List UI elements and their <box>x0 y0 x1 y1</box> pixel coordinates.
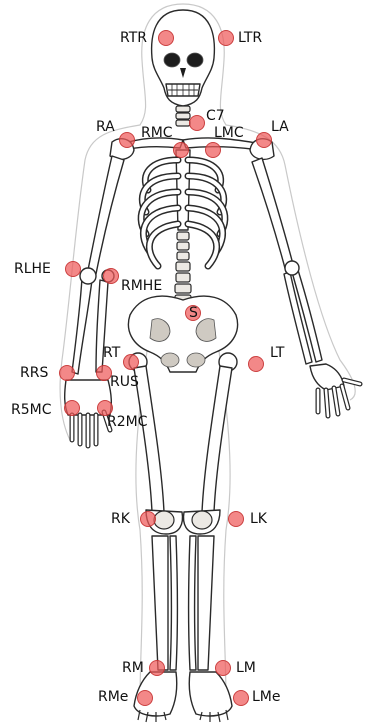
marker-rmc <box>173 142 189 158</box>
label-r2mc: R2MC <box>107 414 148 430</box>
marker-lme <box>233 690 249 706</box>
marker-lt <box>248 356 264 372</box>
label-lme: LMe <box>252 689 281 705</box>
marker-lmc <box>205 142 221 158</box>
label-ra: RA <box>96 119 115 135</box>
marker-la <box>256 132 272 148</box>
label-ltr: LTR <box>238 30 262 46</box>
marker-lk <box>228 511 244 527</box>
label-rk: RK <box>111 511 130 527</box>
marker-c7 <box>189 115 205 131</box>
label-lmc: LMC <box>214 125 244 141</box>
label-rt: RT <box>103 345 120 361</box>
spine <box>175 232 191 304</box>
label-rm: RM <box>122 660 144 676</box>
marker-rm <box>149 660 165 676</box>
label-rmhe: RMHE <box>121 278 162 294</box>
label-lk: LK <box>250 511 267 527</box>
label-rmc: RMC <box>141 125 173 141</box>
marker-rrs <box>59 365 75 381</box>
marker-rtr <box>158 30 174 46</box>
label-c7: C7 <box>206 108 225 124</box>
label-s: S <box>189 305 198 321</box>
marker-rt <box>123 354 139 370</box>
marker-rlhe <box>65 261 81 277</box>
label-rme: RMe <box>98 689 128 705</box>
label-rlhe: RLHE <box>14 261 51 277</box>
label-la: LA <box>271 119 289 135</box>
label-rrs: RRS <box>20 365 48 381</box>
marker-lm <box>215 660 231 676</box>
marker-ra <box>119 132 135 148</box>
marker-rme <box>137 690 153 706</box>
marker-rmhe <box>103 268 119 284</box>
label-rus: RUS <box>110 374 139 390</box>
label-lt: LT <box>270 345 284 361</box>
label-rtr: RTR <box>120 30 147 46</box>
label-r5mc: R5MC <box>11 402 52 418</box>
marker-ltr <box>218 30 234 46</box>
marker-r5mc <box>64 400 80 416</box>
marker-rk <box>140 511 156 527</box>
label-lm: LM <box>236 660 256 676</box>
